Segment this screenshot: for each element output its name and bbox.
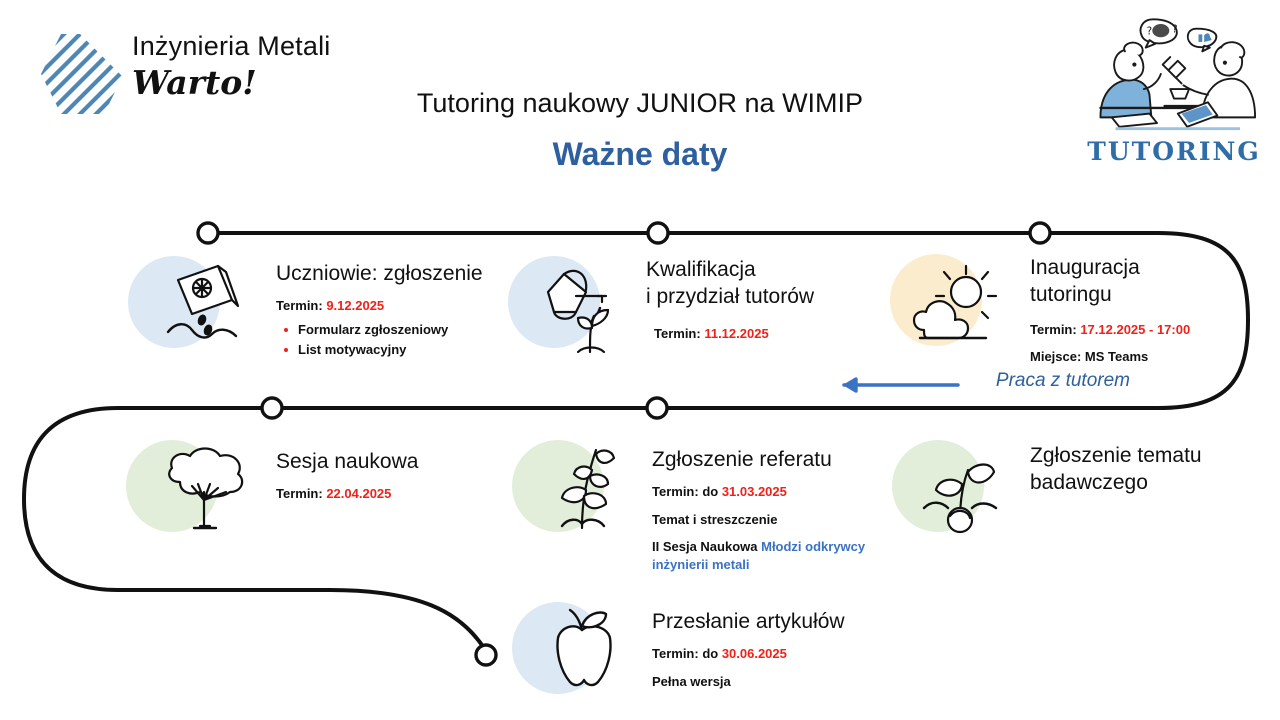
item-heading: Przesłanie artykułów xyxy=(652,610,845,633)
list-item: Formularz zgłoszeniowy xyxy=(276,320,516,340)
item-heading: Kwalifikacja i przydział tutorów xyxy=(646,258,815,308)
plant-leaves-icon xyxy=(536,442,632,541)
item-text-block: Zgłoszenie tematu badawczego xyxy=(1030,442,1270,496)
item-text-block: Sesja naukowa Termin: 22.04.2025 xyxy=(276,448,506,508)
apple-icon xyxy=(534,604,630,703)
item-meta: Termin: do 30.06.2025 Pełna wersja xyxy=(652,644,912,691)
item-heading: Inauguracja tutoringu xyxy=(1030,256,1140,306)
timeline-node-2 xyxy=(646,221,670,245)
item-term: Termin: 11.12.2025 xyxy=(654,324,886,343)
item-term-label: Termin: xyxy=(276,298,327,313)
item-term-date: 11.12.2025 xyxy=(704,326,769,341)
item-term-label: Termin: do xyxy=(652,484,722,499)
item-note: Pełna wersja xyxy=(652,674,731,689)
hexagon-stripes-logo-icon xyxy=(34,28,126,120)
tutoring-illustration: ? ? TUTORING xyxy=(1078,8,1270,168)
item-term: Termin: 17.12.2025 - 17:00 xyxy=(1030,320,1260,339)
tree-icon xyxy=(152,440,256,541)
timeline-item-kwalifikacja-przydzial-tutorow[interactable]: Kwalifikacja i przydział tutorów Termin:… xyxy=(508,256,888,366)
item-meta: Termin: 17.12.2025 - 17:00 Miejsce: MS T… xyxy=(1030,320,1260,366)
item-term: Termin: do 31.03.2025 xyxy=(652,482,912,501)
brand-name: Inżynieria Metali xyxy=(132,31,331,61)
svg-text:?: ? xyxy=(1147,25,1153,37)
item-text-block: Zgłoszenie referatu Termin: do 31.03.202… xyxy=(652,446,912,579)
item-term: Termin: 9.12.2025 xyxy=(276,296,516,315)
brand-slogan: Warto! xyxy=(132,63,257,102)
item-term-label: Termin: xyxy=(276,486,327,501)
item-meta: Termin: 9.12.2025 Formularz zgłoszeniowy… xyxy=(276,296,516,360)
item-session: II Sesja Naukowa Młodzi odkrywcy inżynie… xyxy=(652,538,912,574)
item-note: Temat i streszczenie xyxy=(652,512,778,527)
item-text-block: Uczniowie: zgłoszenie Termin: 9.12.2025 … xyxy=(276,260,516,360)
timeline-item-zgloszenie-tematu-badawczego[interactable]: Zgłoszenie tematu badawczego xyxy=(892,440,1252,550)
page-title: Tutoring naukowy JUNIOR na WIMIP xyxy=(416,88,864,118)
list-item: List motywacyjny xyxy=(276,340,516,360)
item-text-block: Przesłanie artykułów Termin: do 30.06.20… xyxy=(652,608,912,696)
page-subtitle: Ważne daty xyxy=(552,136,728,172)
tutoring-caption: TUTORING xyxy=(1087,137,1261,166)
item-text-block: Inauguracja tutoringu Termin: 17.12.2025… xyxy=(1030,254,1260,371)
item-meta: Termin: 11.12.2025 xyxy=(654,324,886,343)
timeline-item-sesja-naukowa[interactable]: Sesja naukowa Termin: 22.04.2025 xyxy=(126,440,486,550)
praca-z-tutorem-label: Praca z tutorem xyxy=(995,370,1130,391)
timeline-node-start xyxy=(196,221,220,245)
icon-disc xyxy=(512,440,604,532)
praca-z-tutorem-annotation: Praca z tutorem xyxy=(830,368,1130,402)
item-meta: Termin: do 31.03.2025 Temat i streszczen… xyxy=(652,482,912,574)
item-session-label: II Sesja Naukowa xyxy=(652,539,762,554)
item-heading: Zgłoszenie tematu badawczego xyxy=(1030,444,1202,494)
item-place: Miejsce: MS Teams xyxy=(1030,349,1149,364)
timeline-node-5 xyxy=(645,396,669,420)
item-bullet-list: Formularz zgłoszeniowy List motywacyjny xyxy=(276,320,516,360)
brand-logo: Inżynieria Metali Warto! xyxy=(34,26,384,122)
item-term-date: 22.04.2025 xyxy=(326,486,392,501)
timeline-node-4 xyxy=(260,396,284,420)
item-text-block: Kwalifikacja i przydział tutorów Termin:… xyxy=(646,256,886,348)
item-heading: Uczniowie: zgłoszenie xyxy=(276,262,483,285)
item-term: Termin: do 30.06.2025 xyxy=(652,644,912,663)
timeline-node-3 xyxy=(1028,221,1052,245)
timeline-item-inauguracja-tutoringu[interactable]: Inauguracja tutoringu Termin: 17.12.2025… xyxy=(890,254,1250,374)
timeline-item-zgloszenie-referatu[interactable]: Zgłoszenie referatu Termin: do 31.03.202… xyxy=(512,440,912,580)
item-term-date: 31.03.2025 xyxy=(721,484,787,499)
sun-cloud-icon xyxy=(904,258,1008,359)
sprouting-seed-icon xyxy=(910,446,1010,543)
item-heading: Zgłoszenie referatu xyxy=(652,448,832,471)
item-term: Termin: 22.04.2025 xyxy=(276,484,506,503)
item-term-date: 9.12.2025 xyxy=(326,298,385,313)
item-term-label: Termin: do xyxy=(652,646,722,661)
item-term-date: 30.06.2025 xyxy=(721,646,787,661)
item-session-name: Młodzi odkrywcy inżynierii metali xyxy=(652,539,866,572)
svg-text:?: ? xyxy=(1172,24,1178,36)
item-meta: Termin: 22.04.2025 xyxy=(276,484,506,503)
item-term-label: Termin: xyxy=(654,326,705,341)
item-heading: Sesja naukowa xyxy=(276,450,419,473)
left-arrow-icon xyxy=(842,377,960,393)
item-term-date: 17.12.2025 - 17:00 xyxy=(1080,322,1191,337)
timeline-item-przeslanie-artykulow[interactable]: Przesłanie artykułów Termin: do 30.06.20… xyxy=(512,602,912,712)
item-term-label: Termin: xyxy=(1030,322,1081,337)
watering-can-sprout-icon xyxy=(528,260,628,361)
brand-logo-text: Inżynieria Metali Warto! xyxy=(132,30,382,102)
timeline-node-end xyxy=(474,643,498,667)
timeline-item-uczniowie-zgloszenie[interactable]: Uczniowie: zgłoszenie Termin: 9.12.2025 … xyxy=(128,256,508,376)
seed-packet-icon xyxy=(162,262,258,359)
